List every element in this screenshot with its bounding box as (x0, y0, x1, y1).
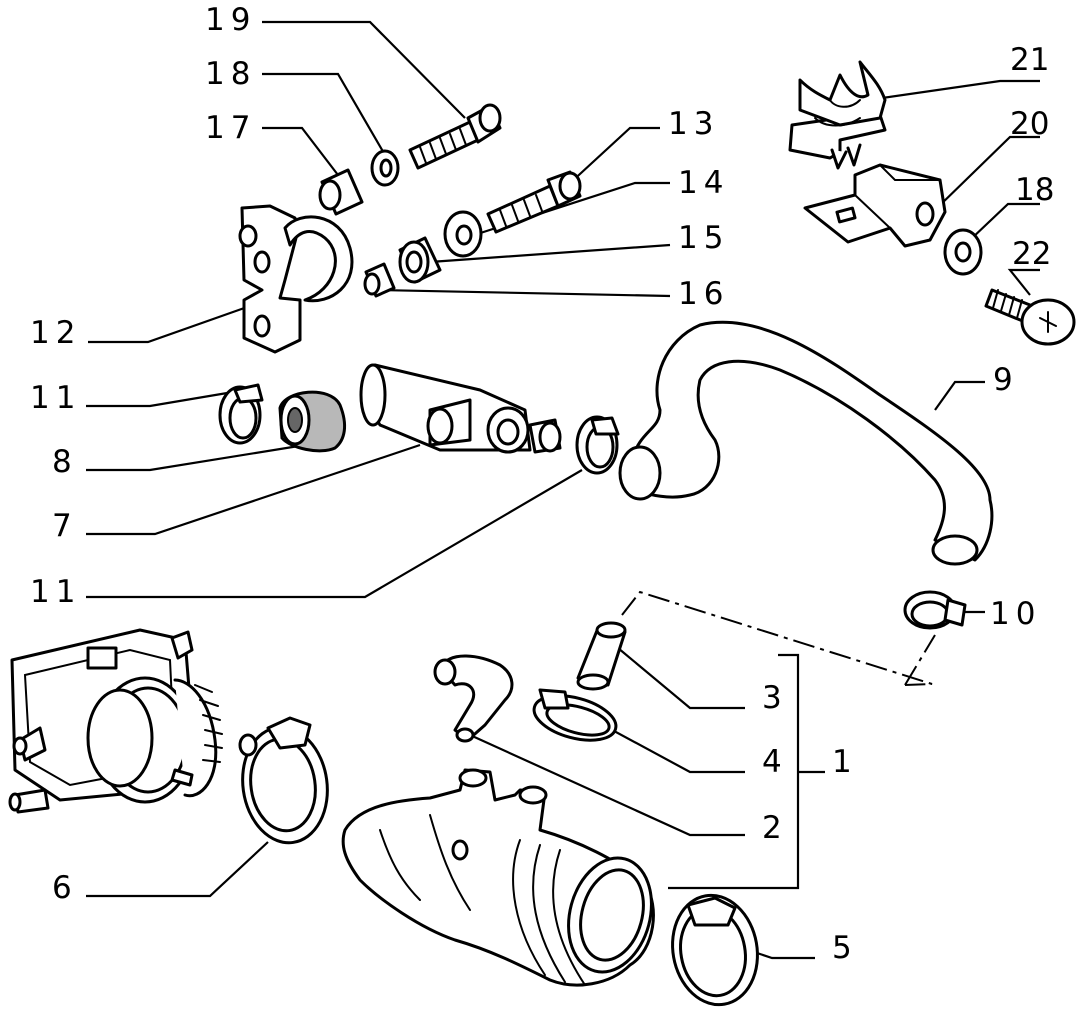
part-labels: 19 18 17 13 14 15 16 12 11 8 7 11 21 20 … (30, 2, 1054, 966)
washer-18-right (943, 228, 983, 276)
label-6: 6 (52, 870, 78, 906)
bracket-12 (238, 204, 354, 354)
throttle-body (8, 628, 223, 814)
clip-21 (788, 60, 887, 170)
label-14: 14 (678, 165, 729, 201)
label-3: 3 (762, 680, 788, 716)
label-1: 1 (832, 744, 858, 780)
label-10: 10 (990, 596, 1041, 632)
washer-18-left (370, 149, 400, 187)
label-21: 21 (1010, 42, 1049, 78)
clamp-6 (238, 716, 329, 845)
filter-8 (278, 390, 347, 453)
label-11-bottom: 11 (30, 574, 81, 610)
grommet-15 (398, 236, 442, 284)
label-7: 7 (52, 508, 78, 544)
spacer-17 (318, 168, 364, 216)
label-16: 16 (678, 276, 729, 312)
hose-9 (618, 320, 994, 566)
label-12: 12 (30, 315, 81, 351)
clamp-10 (903, 590, 967, 630)
elbow-2 (433, 654, 514, 743)
pipe-3 (576, 621, 627, 691)
label-5: 5 (832, 930, 858, 966)
clamp-5 (671, 893, 759, 1007)
leader-lines (86, 20, 1040, 960)
label-18-right: 18 (1015, 172, 1054, 208)
clamp-4 (532, 688, 618, 742)
label-2: 2 (762, 810, 788, 846)
label-19: 19 (205, 2, 256, 38)
label-17: 17 (205, 110, 256, 146)
clamp-11-left (218, 383, 264, 445)
bolt-19 (408, 103, 502, 170)
bracket-plate-20 (803, 163, 947, 248)
bolt-13 (486, 170, 582, 234)
label-18-left: 18 (205, 56, 256, 92)
label-22: 22 (1012, 236, 1051, 272)
label-20: 20 (1010, 106, 1049, 142)
screw-22 (984, 288, 1076, 346)
label-9: 9 (993, 362, 1019, 398)
valve-7 (359, 363, 562, 454)
washer-14 (443, 210, 483, 258)
label-11-top: 11 (30, 380, 81, 416)
sleeve-16 (363, 262, 396, 298)
intake-duct-1 (341, 768, 655, 987)
label-13: 13 (668, 106, 719, 142)
label-15: 15 (678, 220, 729, 256)
label-4: 4 (762, 744, 788, 780)
clamp-11-right (575, 415, 620, 475)
label-8: 8 (52, 444, 78, 480)
